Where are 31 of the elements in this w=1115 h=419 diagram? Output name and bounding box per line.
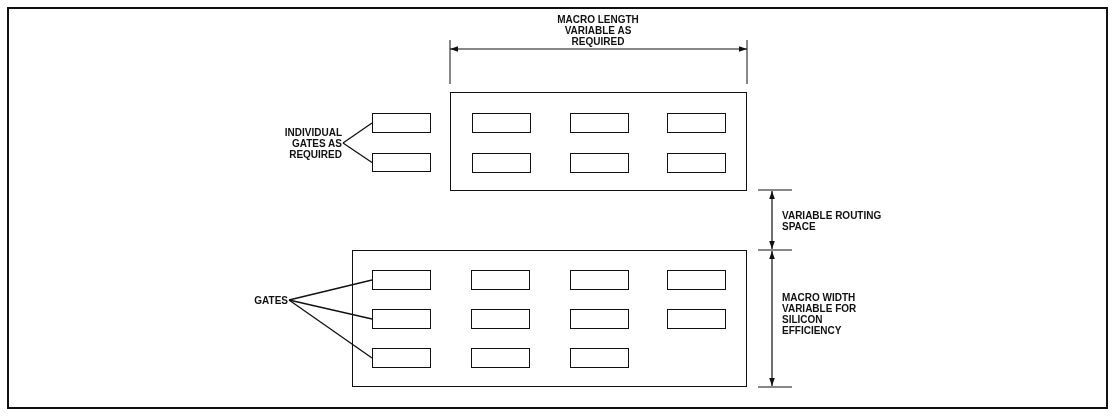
callout-text: INDIVIDUAL GATES AS REQUIRED bbox=[272, 125, 342, 161]
gate-box bbox=[470, 347, 530, 368]
gate-box bbox=[470, 269, 530, 290]
gate-box bbox=[569, 269, 629, 290]
macro-block bbox=[450, 92, 747, 191]
dimension-label: MACRO LENGTH VARIABLE AS REQUIRED bbox=[556, 14, 640, 47]
gate-box bbox=[371, 347, 431, 368]
gate-box bbox=[470, 308, 530, 329]
leader-line bbox=[288, 299, 373, 320]
leader-line bbox=[288, 299, 373, 359]
dimension-label: MACRO WIDTH VARIABLE FOR SILICON EFFICIENCY bbox=[782, 292, 858, 336]
leader-line bbox=[288, 279, 373, 301]
gate-box bbox=[569, 308, 629, 329]
gate-box bbox=[471, 112, 531, 133]
gate-box bbox=[569, 112, 629, 133]
leader-line bbox=[342, 122, 373, 144]
gate-box bbox=[569, 347, 629, 368]
gate-box bbox=[666, 308, 726, 329]
gate-box bbox=[569, 152, 629, 173]
gate-box bbox=[666, 152, 726, 173]
gate-box bbox=[372, 153, 431, 172]
gate-box bbox=[471, 152, 531, 173]
gate-box bbox=[371, 308, 431, 329]
macro-block bbox=[352, 250, 747, 387]
gate-box bbox=[666, 269, 726, 290]
gate-box bbox=[372, 113, 431, 133]
dimension-label: VARIABLE ROUTING SPACE bbox=[782, 210, 883, 232]
callout-text: GATES bbox=[248, 293, 288, 307]
leader-line bbox=[342, 142, 373, 164]
gate-box bbox=[371, 269, 431, 290]
gate-box bbox=[666, 112, 726, 133]
